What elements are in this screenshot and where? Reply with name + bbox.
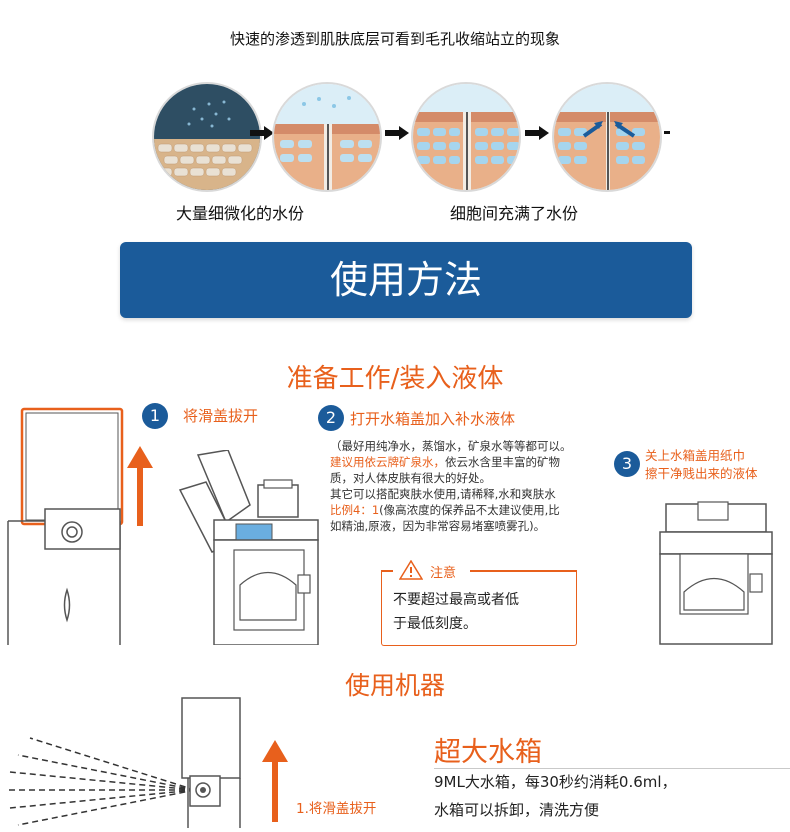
desc-highlight: 建议用依云牌矿泉水， (330, 455, 445, 469)
device-filling-illustration (178, 449, 338, 649)
arrow-tail (664, 131, 670, 134)
note-top-border-left (381, 570, 393, 572)
note-text: 不要超过最高或者低 于最低刻度。 (393, 588, 573, 636)
prep-title: 准备工作/装入液体 (286, 364, 504, 394)
arrow-up-icon (262, 740, 288, 826)
use-title: 使用机器 (344, 671, 445, 700)
step-3-line: 关上水箱盖用纸巾 (645, 448, 746, 463)
desc-line: 建议用依云牌矿泉水，依云水含里丰富的矿物 (330, 454, 615, 470)
step-1-label: 将滑盖拔开 (183, 407, 259, 425)
feature-line: 9ML大水箱，每30秒约消耗0.6ml， (434, 773, 677, 791)
usage-banner: 使用方法 (120, 242, 692, 318)
device-closed-tank-illustration (654, 500, 774, 649)
device-spraying-illustration (0, 690, 260, 832)
note-line: 不要超过最高或者低 (393, 592, 519, 608)
desc-rest: (像高浓度的保养品不太建议使用,比 (379, 503, 560, 517)
desc-rest: 依云水含里丰富的矿物 (445, 455, 560, 469)
desc-line: 比例4：1(像高浓度的保养品不太建议使用,比 (330, 502, 615, 518)
warning-icon (398, 559, 424, 584)
desc-highlight: 比例4：1 (330, 503, 380, 517)
device-slide-cover-illustration (0, 405, 170, 649)
skin-diagram-1 (152, 82, 262, 192)
feature-title: 超大水箱 (434, 737, 542, 768)
step-3-number: 3 (614, 451, 640, 477)
note-top-border-right (470, 570, 577, 572)
skin-diagram-3 (411, 82, 521, 192)
step-1-number: 1 (142, 403, 168, 429)
top-caption: 快速的渗透到肌肤底层可看到毛孔收缩站立的现象 (229, 30, 560, 48)
arrow-up-icon (127, 446, 153, 530)
label-fine-water: 大量细微化的水份 (176, 204, 305, 223)
desc-line: 其它可以搭配爽肤水使用,请稀释,水和爽肤水 (330, 487, 556, 501)
use-step-label: 1.将滑盖拔开 (296, 801, 377, 817)
arrow-right-icon (385, 125, 409, 144)
desc-line: （最好用纯净水，蒸馏水，矿泉水等等都可以。 (330, 439, 572, 453)
skin-diagram-4 (552, 82, 662, 192)
feature-description: 9ML大水箱，每30秒约消耗0.6ml， 水箱可以拆卸，清洗方便 (434, 768, 790, 824)
desc-line: 如精油,原液，因为非常容易堵塞喷雾孔)。 (330, 519, 546, 533)
note-box (381, 570, 577, 646)
arrow-right-icon (525, 125, 549, 144)
step-3-label: 关上水箱盖用纸巾 擦干净贱出来的液体 (645, 447, 758, 483)
step-2-label: 打开水箱盖加入补水液体 (350, 410, 516, 428)
note-title: 注意 (430, 566, 457, 581)
step-2-description: （最好用纯净水，蒸馏水，矿泉水等等都可以。 建议用依云牌矿泉水，依云水含里丰富的… (330, 438, 615, 534)
note-line: 于最低刻度。 (393, 616, 477, 632)
skin-diagram-2 (272, 82, 382, 192)
step-3-line: 擦干净贱出来的液体 (645, 466, 758, 481)
desc-line: 质，对人体皮肤有很大的好处。 (330, 471, 491, 485)
arrow-right-icon (250, 125, 274, 144)
label-cell-water: 细胞间充满了水份 (450, 204, 579, 223)
feature-divider (434, 768, 790, 769)
step-2-number: 2 (318, 405, 344, 431)
feature-line: 水箱可以拆卸，清洗方便 (434, 801, 600, 819)
